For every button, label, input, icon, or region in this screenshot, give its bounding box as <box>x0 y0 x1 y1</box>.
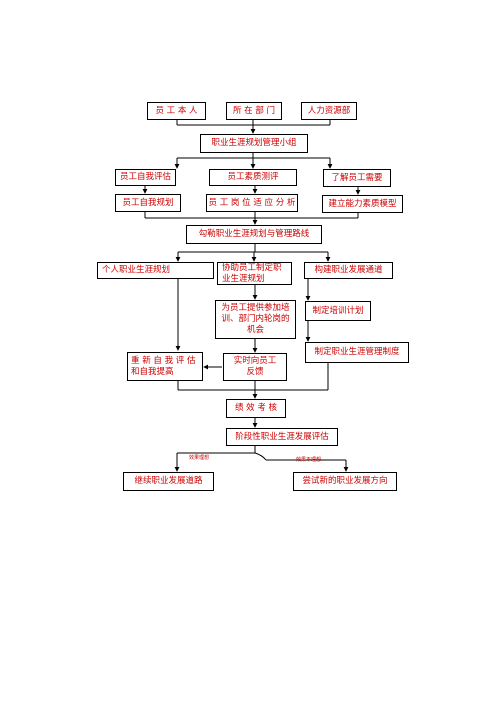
training-plan-box: 制定培训计划 <box>305 301 371 321</box>
appraisal-box: 绩 效 考 核 <box>226 399 286 418</box>
self-plan-box: 员工自我规划 <box>115 194 181 212</box>
continue-path-box: 继续职业发展道路 <box>123 472 214 491</box>
outline-box: 勾勒职业生涯规划与管理路线 <box>186 225 322 244</box>
ideal-note: 效果理想 <box>189 455 210 461</box>
assist-plan-box: 协助员工制定职业生涯规划 <box>217 262 292 285</box>
not-ideal-note: 效果不理想 <box>296 457 322 463</box>
management-system-box: 制定职业生涯管理制度 <box>305 342 409 363</box>
reevaluate-box: 重 新 自 我 评 估 和自我提高 <box>127 352 203 381</box>
stage-eval-box: 阶段性职业生涯发展评估 <box>226 428 338 446</box>
hr-box: 人力资源部 <box>301 102 357 120</box>
new-direction-box: 尝试新的职业发展方向 <box>293 472 397 491</box>
self-eval-box: 员工自我评估 <box>115 169 176 186</box>
quality-test-box: 员工素质测评 <box>209 169 297 186</box>
ability-model-box: 建立能力素质模型 <box>322 195 403 213</box>
know-needs-box: 了解员工需要 <box>323 169 391 187</box>
post-fit-box: 员 工 岗 位 适 应 分 析 <box>206 194 298 212</box>
department-box: 所 在 部 门 <box>226 102 282 120</box>
training-opportunity-box: 为员工提供参加培训、部门内轮岗的机会 <box>215 300 296 339</box>
career-channel-box: 构建职业发展通道 <box>304 262 393 279</box>
personal-plan-box: 个人职业生涯规划 <box>97 262 214 279</box>
feedback-box: 实时向员工反馈 <box>223 353 287 381</box>
committee-box: 职业生涯规划管理小组 <box>200 134 308 153</box>
employee-box: 员 工 本 人 <box>147 102 206 120</box>
